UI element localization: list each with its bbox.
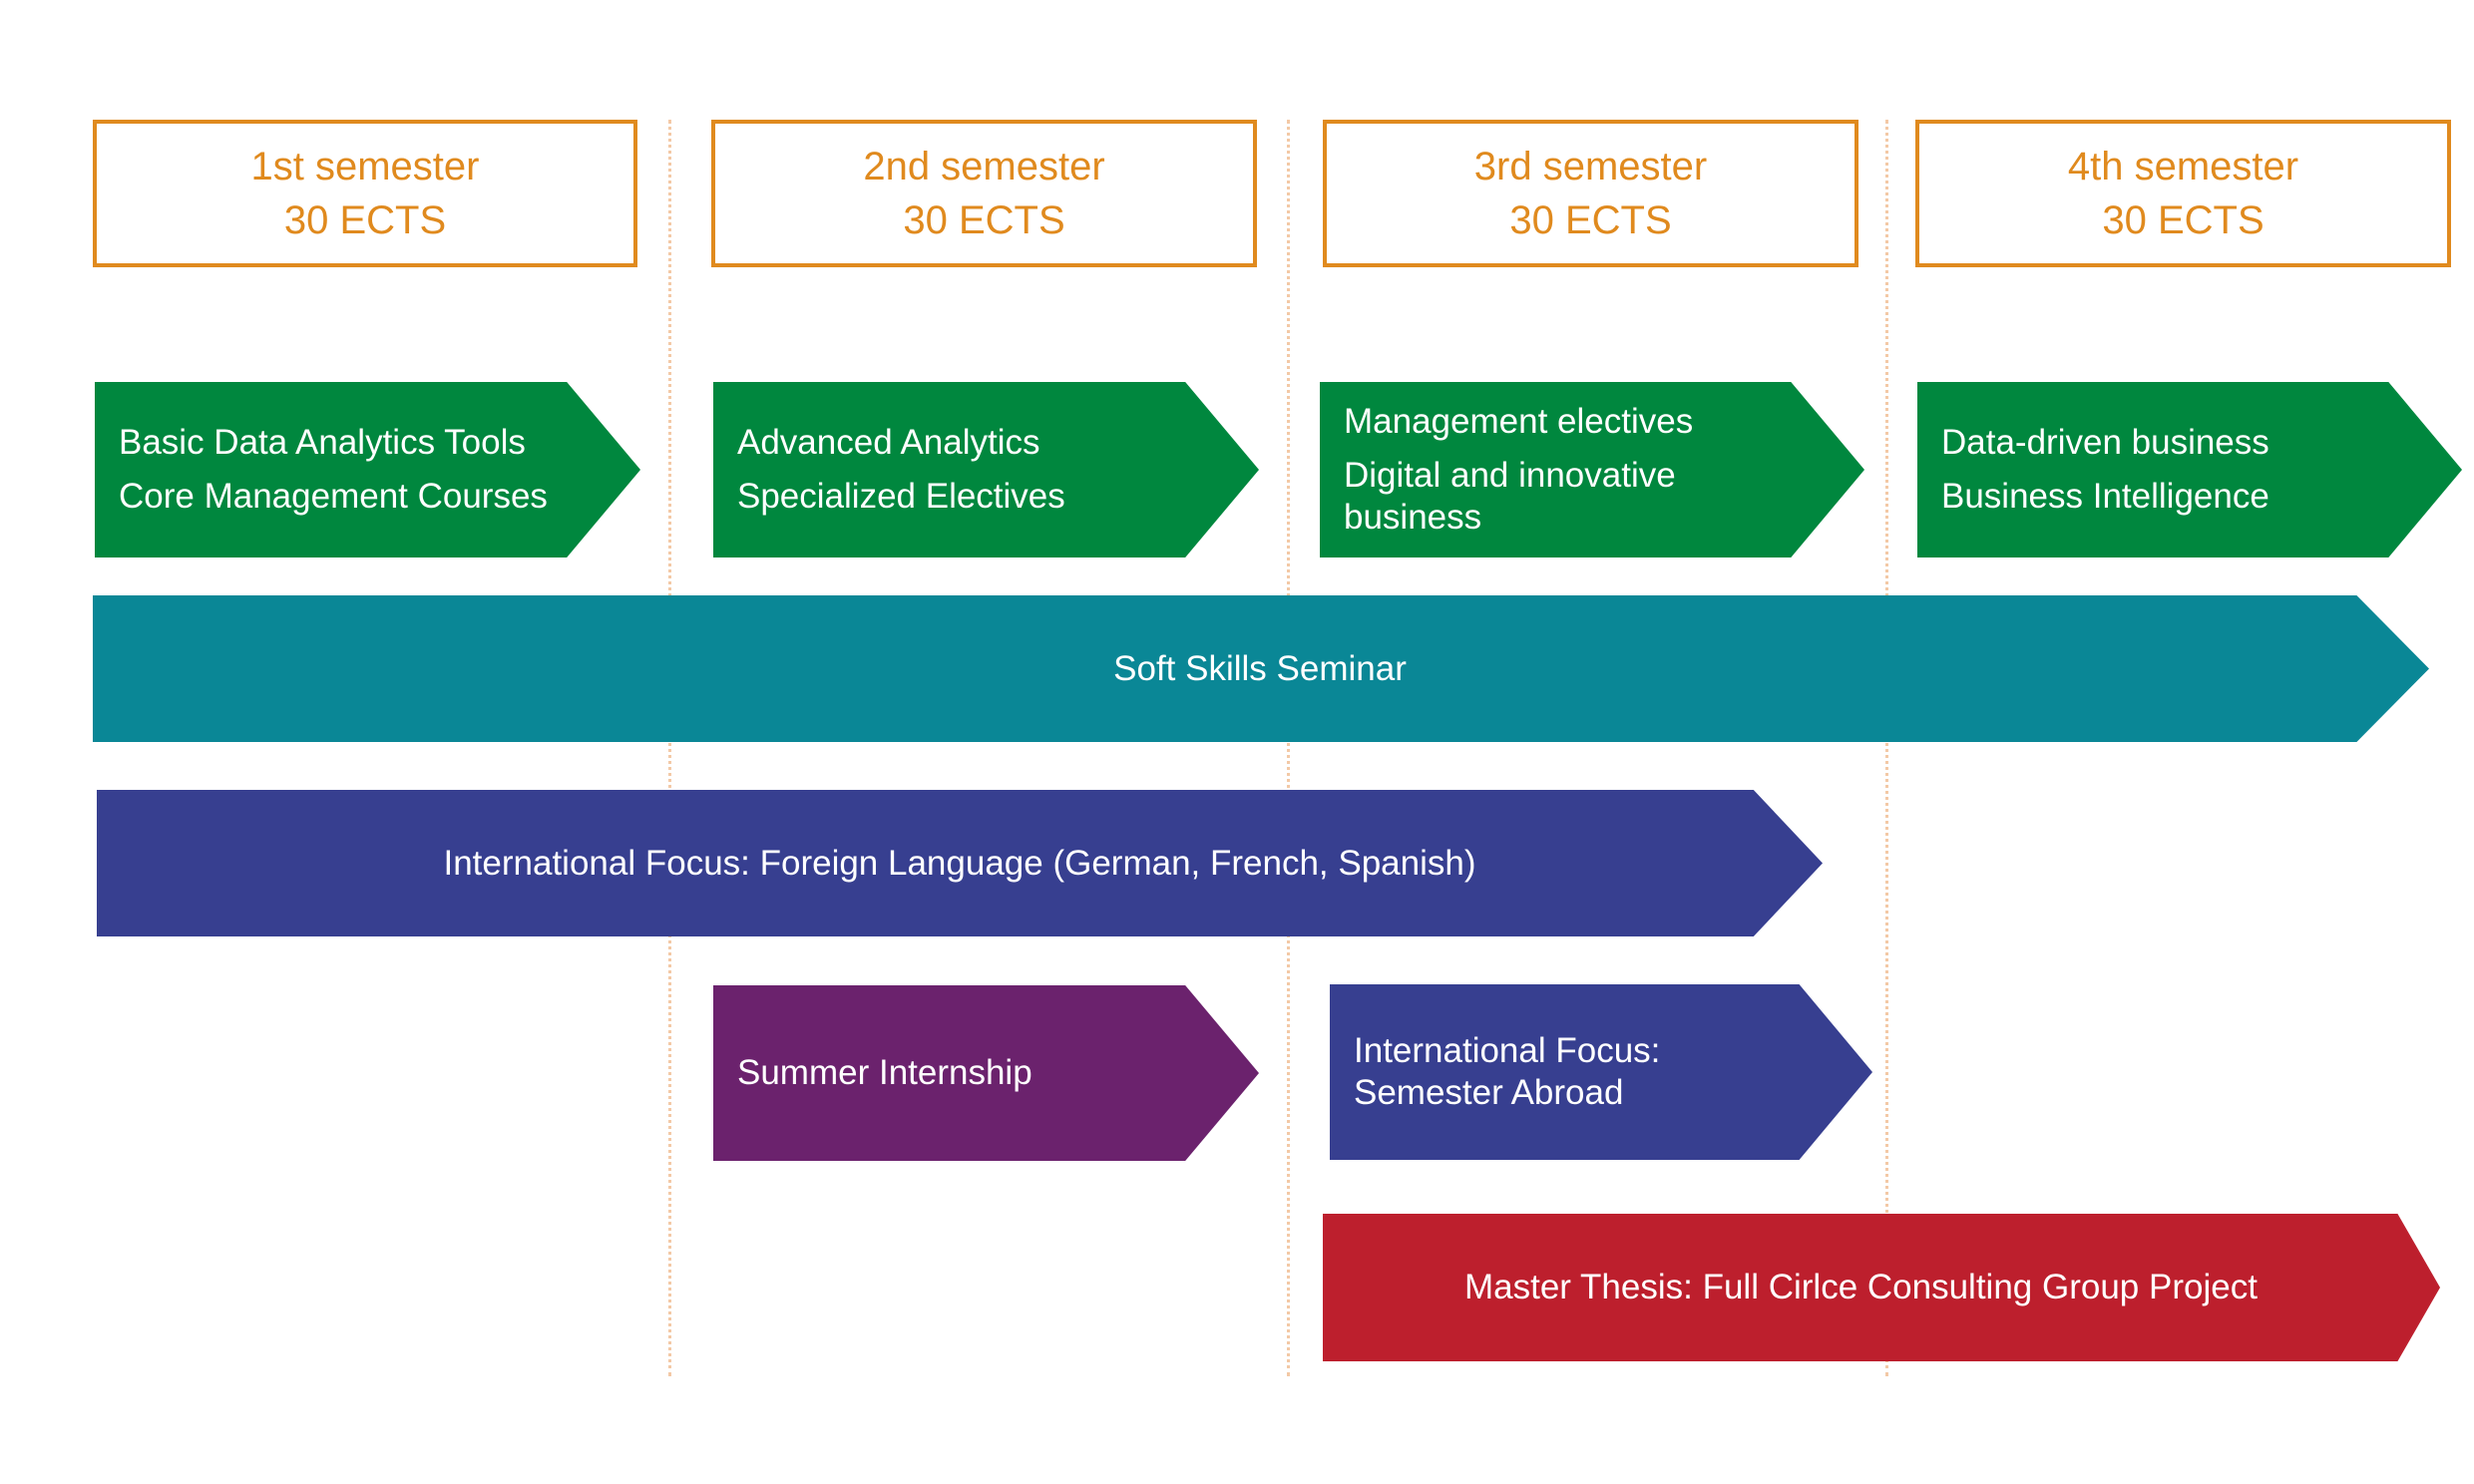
semester-2-modules-arrow: Advanced Analytics Specialized Electives bbox=[713, 382, 1259, 557]
module-line: Data-driven business bbox=[1941, 423, 2269, 462]
module-line: business bbox=[1344, 498, 1482, 537]
semester-divider-3 bbox=[1885, 120, 1888, 1376]
semester-credits: 30 ECTS bbox=[2102, 198, 2265, 242]
module-line: Core Management Courses bbox=[119, 477, 548, 516]
semester-1-header: 1st semester 30 ECTS bbox=[93, 120, 637, 267]
module-line: Specialized Electives bbox=[737, 477, 1065, 516]
semester-title: 1st semester bbox=[250, 145, 480, 188]
semester-credits: 30 ECTS bbox=[283, 198, 447, 242]
abroad-line: Semester Abroad bbox=[1354, 1073, 1624, 1112]
semester-abroad-arrow: International Focus: Semester Abroad bbox=[1330, 984, 1872, 1160]
foreign-language-label: International Focus: Foreign Language (G… bbox=[443, 843, 1476, 883]
master-thesis-arrow: Master Thesis: Full Cirlce Consulting Gr… bbox=[1323, 1214, 2440, 1361]
soft-skills-label: Soft Skills Seminar bbox=[1113, 648, 1407, 688]
semester-1-modules-arrow: Basic Data Analytics Tools Core Manageme… bbox=[95, 382, 640, 557]
foreign-language-arrow: International Focus: Foreign Language (G… bbox=[97, 790, 1823, 936]
semester-title: 3rd semester bbox=[1473, 145, 1708, 188]
soft-skills-arrow: Soft Skills Seminar bbox=[93, 595, 2429, 742]
summer-internship-arrow: Summer Internship bbox=[713, 985, 1259, 1161]
module-line: Business Intelligence bbox=[1941, 477, 2269, 516]
semester-divider-2 bbox=[1287, 120, 1290, 1376]
semester-4-modules-arrow: Data-driven business Business Intelligen… bbox=[1917, 382, 2462, 557]
semester-credits: 30 ECTS bbox=[1509, 198, 1672, 242]
semester-title: 4th semester bbox=[2067, 145, 2299, 188]
semester-divider-1 bbox=[668, 120, 671, 1376]
internship-label: Summer Internship bbox=[737, 1053, 1032, 1092]
module-line: Management electives bbox=[1344, 402, 1694, 441]
semester-title: 2nd semester bbox=[863, 145, 1105, 188]
semester-3-modules-arrow: Management electives Digital and innovat… bbox=[1320, 382, 1864, 557]
semester-2-header: 2nd semester 30 ECTS bbox=[711, 120, 1257, 267]
module-line: Basic Data Analytics Tools bbox=[119, 423, 526, 462]
semester-4-header: 4th semester 30 ECTS bbox=[1915, 120, 2451, 267]
thesis-label: Master Thesis: Full Cirlce Consulting Gr… bbox=[1464, 1268, 2258, 1306]
module-line: Digital and innovative bbox=[1344, 456, 1676, 495]
abroad-line: International Focus: bbox=[1354, 1031, 1661, 1070]
module-line: Advanced Analytics bbox=[737, 423, 1040, 462]
semester-credits: 30 ECTS bbox=[903, 198, 1065, 242]
semester-3-header: 3rd semester 30 ECTS bbox=[1323, 120, 1858, 267]
